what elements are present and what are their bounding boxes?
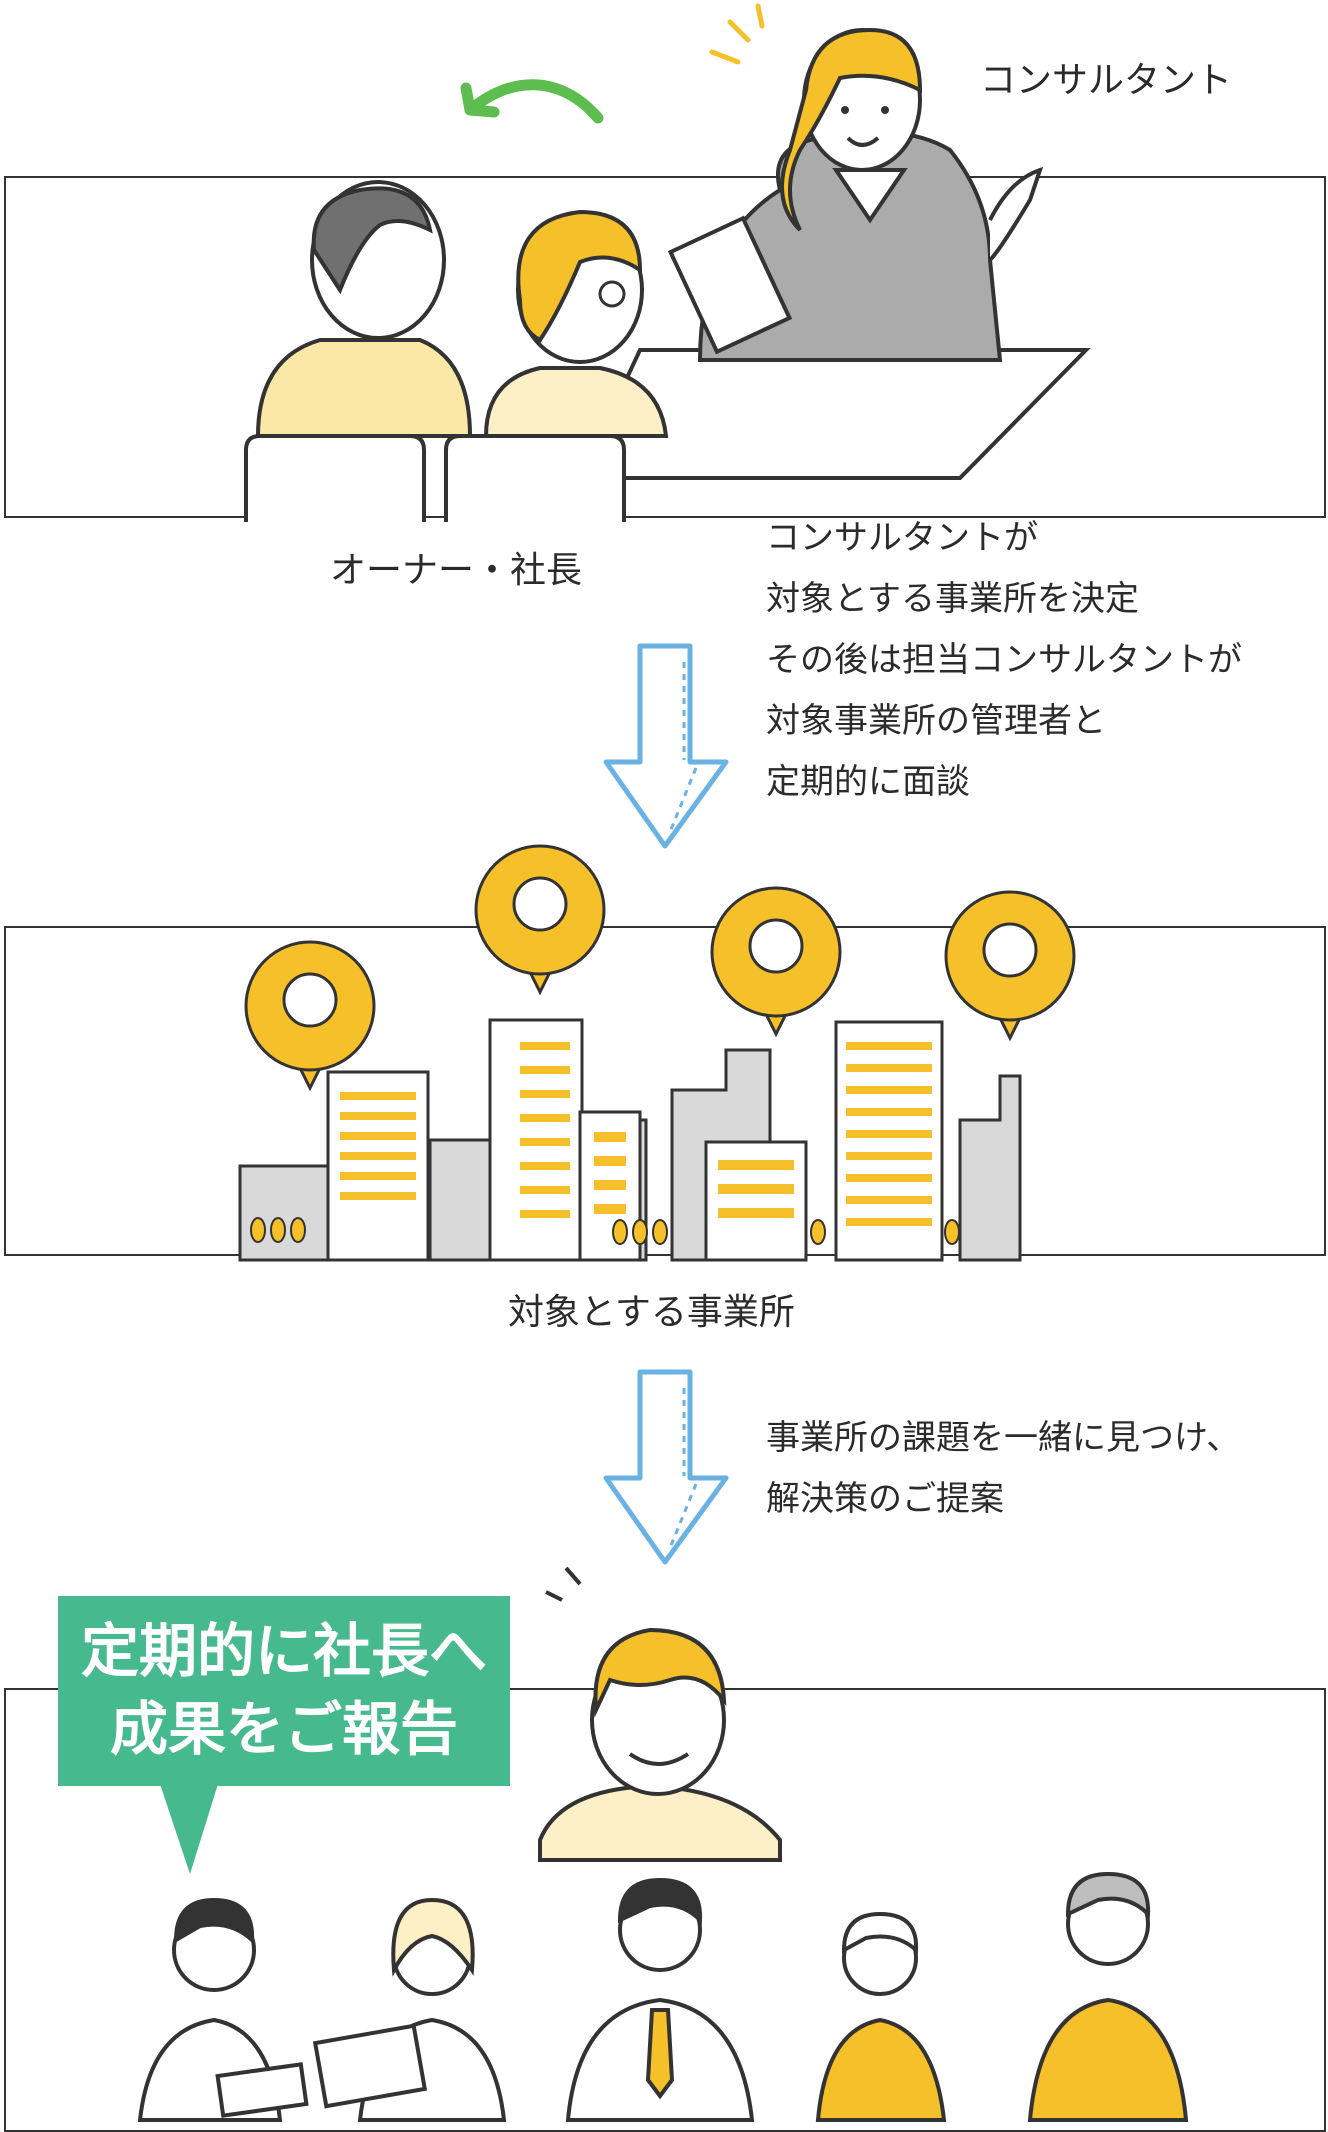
bubble-line: 定期的に社長へ [58,1612,510,1690]
offices-label: 対象とする事業所 [508,1288,795,1338]
step1-description: コンサルタントが 対象とする事業所を決定 その後は担当コンサルタントが 対象事業… [766,508,1242,813]
bubble-line: 成果をご報告 [58,1690,510,1768]
staff-figures [140,1874,1186,2120]
owner-label: オーナー・社長 [330,546,582,596]
step2-desc-line: 事業所の課題を一緒に見つけ、 [766,1408,1240,1469]
consultant-label: コンサルタント [980,56,1232,106]
manager-figure [540,1568,780,1860]
step1-desc-line: コンサルタントが [766,508,1242,569]
offices-illustration [0,820,1328,1260]
step1-desc-line: 定期的に面談 [766,752,1242,813]
report-speech-bubble: 定期的に社長へ 成果をご報告 [58,1596,510,1786]
down-arrow-icon [610,1368,730,1568]
staff-3 [568,1880,752,2120]
curved-arrow-icon [466,85,598,118]
staff-4 [818,1914,944,2120]
step1-desc-line: その後は担当コンサルタントが [766,630,1242,691]
owner-man-figure [258,182,470,436]
owner-woman-figure [486,212,666,436]
staff-5 [1030,1874,1186,2120]
speech-bubble-tail [160,1784,218,1874]
sparkle-icon [712,6,762,62]
step2-desc-line: 解決策のご提案 [766,1469,1240,1530]
staff-2 [315,1900,504,2120]
step1-desc-line: 対象事業所の管理者と [766,691,1242,752]
step1-desc-line: 対象とする事業所を決定 [766,569,1242,630]
step2-description: 事業所の課題を一緒に見つけ、 解決策のご提案 [766,1408,1240,1530]
staff-1 [140,1900,306,2120]
